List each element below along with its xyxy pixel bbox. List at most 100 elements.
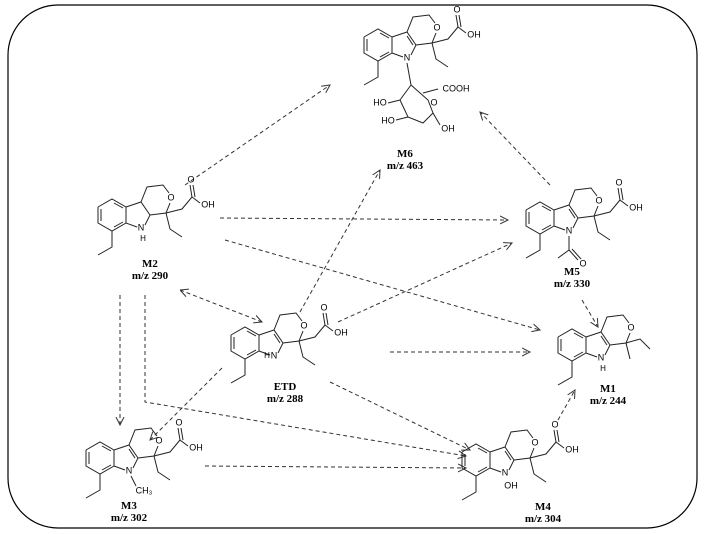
ethyl-group (625, 338, 651, 350)
carbonyl (177, 427, 181, 441)
ethyl-group (97, 231, 113, 256)
benzene-ring (97, 198, 127, 232)
pyran-ring (140, 184, 170, 203)
methyl (625, 342, 631, 360)
carbonyl-oxygen: O (551, 419, 558, 429)
pyran-ring (504, 429, 534, 448)
pyran-ring (600, 314, 630, 333)
n-hydrogen: H (264, 351, 270, 360)
double-bond (246, 330, 257, 337)
hydroxyl: OH (629, 202, 643, 212)
pyrrole-bond (258, 329, 284, 344)
carbonyl (458, 14, 462, 28)
ethyl-group (298, 340, 316, 366)
pyrrole-bond (113, 444, 139, 459)
nitrogen-atom: N (126, 465, 133, 475)
carbonyl-oxygen: O (187, 174, 194, 184)
hydroxyl: OH (189, 442, 203, 452)
pyrrole-bond (585, 331, 611, 346)
bond (130, 475, 137, 487)
carbonyl (192, 184, 196, 198)
acetic-acid-chain (593, 199, 621, 217)
benzene-ring (461, 443, 491, 477)
bond (179, 439, 189, 447)
arrows (120, 85, 598, 468)
pyran-ring (406, 14, 436, 33)
double-bond (113, 202, 124, 209)
hydroxyl: OH (441, 123, 455, 133)
nitrogen-atom: N (566, 225, 573, 235)
double-bond (246, 349, 257, 356)
acetic-acid-chain (298, 324, 326, 342)
ring-oxygen: O (627, 322, 634, 332)
double-bond (541, 224, 552, 231)
double-bond (379, 32, 390, 39)
ethyl-group (529, 457, 547, 483)
benzene-ring (85, 441, 115, 475)
nitrogen-atom: N (598, 352, 605, 362)
pyrrole-bond (144, 214, 151, 226)
pyrrole-bond (132, 457, 139, 469)
bond (432, 112, 441, 126)
ethyl-group (461, 476, 477, 501)
pyrrole-bond (585, 352, 598, 358)
double-bond (573, 351, 584, 358)
ring-oxygen: O (300, 320, 307, 330)
acetic-acid-chain (153, 439, 181, 457)
pyrrole-bond (125, 201, 151, 216)
arrow-M2-to-M5 (219, 218, 508, 220)
ethyl-group (525, 234, 541, 259)
double-bond (273, 333, 281, 344)
acetyl-oxygen: O (579, 258, 586, 268)
bond (387, 99, 401, 104)
carbonyl-oxygen: O (175, 417, 182, 427)
pyrrole-bond (508, 459, 515, 471)
bond (191, 196, 201, 204)
carboxyl-group: COOH (443, 83, 470, 93)
ethyl-group (153, 455, 171, 481)
pyrrole-bond (553, 225, 566, 231)
bond (457, 26, 467, 34)
bond (395, 116, 409, 121)
carbonyl (571, 248, 582, 260)
double-bond (600, 335, 608, 346)
pyrrole-bond (489, 446, 515, 461)
arrow-M4-to-M1 (557, 390, 575, 421)
double-bond (477, 447, 488, 454)
ethyl-group (593, 215, 611, 241)
double-bond (406, 35, 414, 46)
hydroxyl: OH (565, 444, 579, 454)
double-bond (113, 221, 124, 228)
carbonyl (325, 312, 329, 326)
ethyl-group (431, 42, 449, 68)
ethyl-group (165, 212, 183, 238)
double-bond (477, 466, 488, 473)
glycosidic-bond (406, 62, 412, 86)
pyrrole-bond (113, 465, 126, 471)
bond (324, 324, 334, 332)
bond (422, 88, 439, 94)
ethyl-group (230, 359, 246, 384)
acetic-acid-chain (431, 26, 459, 44)
pyran-ring (128, 427, 158, 446)
arrow-M2-to-M6 (184, 85, 330, 186)
pyrrole-bond (391, 31, 417, 46)
double-bond (541, 205, 552, 212)
pyrrole-bond (604, 344, 611, 356)
ring-oxygen: O (433, 22, 440, 32)
nitrogen-atom: N (271, 350, 278, 360)
nitrogen-atom: N (502, 467, 509, 477)
arrow-ETD-to-M5 (337, 243, 512, 323)
